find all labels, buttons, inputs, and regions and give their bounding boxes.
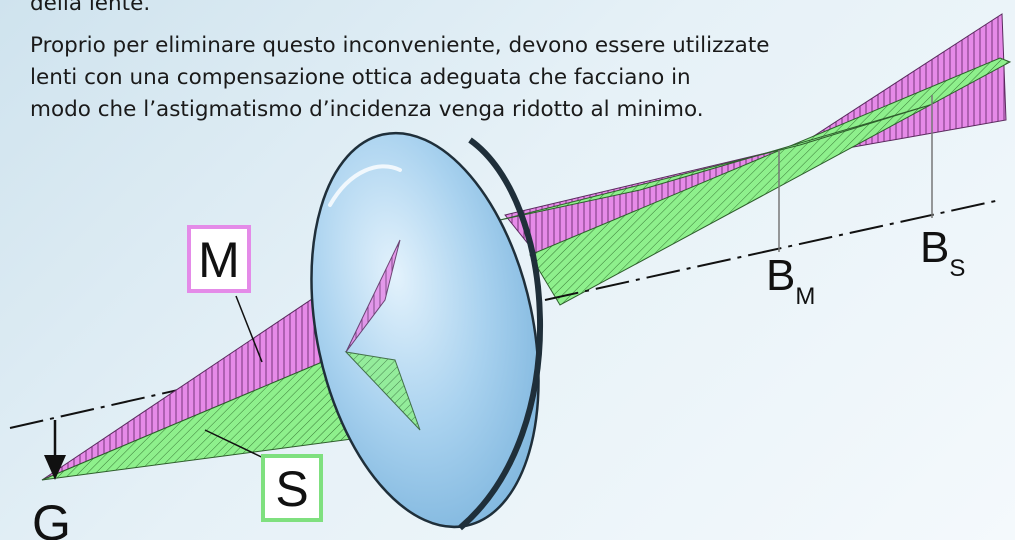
sagittal-label: S xyxy=(275,461,308,517)
sagittal-fan-right-upper xyxy=(499,104,931,221)
optical-axis-right xyxy=(544,199,1001,301)
object-arrow-head xyxy=(44,455,66,480)
sagittal-fan-inner xyxy=(344,351,421,431)
m-leader xyxy=(235,295,263,363)
fragment-line: della lente. xyxy=(30,0,151,16)
lens-highlight xyxy=(328,164,402,207)
paragraph-line-1: Proprio per eliminare questo inconvenien… xyxy=(30,33,770,58)
text-fragment: della lente. xyxy=(30,0,850,20)
bs-label: BS xyxy=(920,223,965,282)
description-text: della lente. Proprio per eliminare quest… xyxy=(30,0,850,136)
paragraph-line-2: lenti con una compensazione ottica adegu… xyxy=(30,65,691,90)
object-label: G xyxy=(32,495,71,540)
sagittal-label-box xyxy=(261,454,323,522)
sagittal-fan-right xyxy=(529,57,1012,306)
meridional-label-box xyxy=(187,225,251,293)
meridional-label: M xyxy=(198,232,240,288)
paragraph-line-3: modo che l’astigmatismo d’incidenza veng… xyxy=(30,97,704,122)
meridional-fan-inner xyxy=(345,239,401,353)
s-leader xyxy=(204,429,273,463)
bm-label: BM xyxy=(766,251,815,310)
paragraph: Proprio per eliminare questo inconvenien… xyxy=(30,30,850,126)
lens-rim xyxy=(458,137,544,531)
